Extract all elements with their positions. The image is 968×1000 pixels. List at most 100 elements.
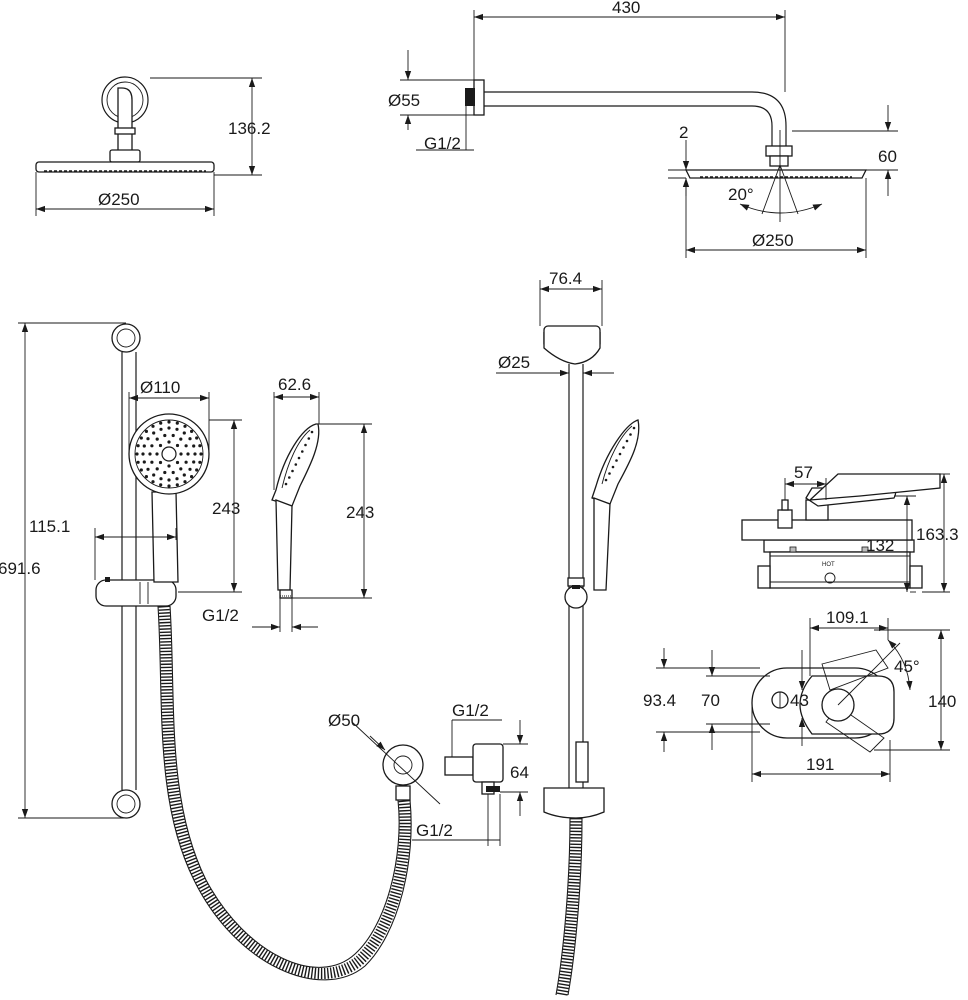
nozzle-dot <box>146 437 150 441</box>
dim-rail-length: 691.6 <box>0 559 41 578</box>
dim-trim-plate-width: 191 <box>806 755 834 774</box>
nozzle-dot <box>171 470 175 475</box>
dim-trim-lever-angle: 45° <box>894 657 920 676</box>
dim-slide-head-width: 76.4 <box>549 269 582 288</box>
nozzle-dot <box>139 436 143 440</box>
label-hot: HOT <box>822 562 835 568</box>
nozzle-dot <box>146 467 150 471</box>
nozzle-dot <box>190 429 194 433</box>
nozzle-dot <box>151 480 155 484</box>
nozzle-dot <box>175 460 180 465</box>
overhead-arm-side-view: 430 Ø55 G1/2 2 60 20° Ø250 <box>388 0 898 258</box>
nozzle-dot <box>179 437 183 441</box>
nozzle-dot <box>307 437 311 440</box>
nozzle-dot <box>148 452 152 456</box>
valve-trim-front-view: 109.1 45° 140 93.4 70 43 191 <box>643 608 956 782</box>
nozzle-dot <box>171 433 175 438</box>
nozzle-dot <box>184 460 188 464</box>
nozzle-dot <box>152 431 156 435</box>
nozzle-dot <box>175 483 179 487</box>
wall-outlet-and-elbow: Ø50 G1/2 64 G1/2 <box>328 701 529 846</box>
nozzle-dot <box>150 444 154 448</box>
nozzle-dot <box>284 482 288 486</box>
nozzle-dot <box>136 444 140 448</box>
label-arm-thread: G1/2 <box>424 134 461 153</box>
dim-head-thickness: 2 <box>679 123 688 142</box>
nozzle-dot <box>155 452 159 456</box>
dim-trim-plate-height: 140 <box>928 692 956 711</box>
nozzle-dot <box>159 427 163 431</box>
dim-hand-shower-length-front: 243 <box>212 499 240 518</box>
nozzle-dot <box>167 484 171 488</box>
nozzle-dot <box>167 420 171 424</box>
nozzle-dot <box>301 450 304 453</box>
nozzle-dot <box>618 452 622 456</box>
dim-head-drop: 60 <box>878 147 897 166</box>
dim-valve-lever-offset: 57 <box>794 463 813 482</box>
dim-hand-shower-diameter: Ø110 <box>140 378 180 397</box>
nozzle-dot <box>159 483 163 487</box>
hand-shower-side-view: 62.6 243 G1/2 <box>202 375 374 632</box>
nozzle-dot <box>611 465 615 469</box>
nozzle-dot <box>188 467 192 471</box>
nozzle-dot <box>155 467 159 471</box>
nozzle-dot <box>188 437 192 441</box>
dim-elbow-height: 64 <box>510 763 529 782</box>
nozzle-dot <box>167 426 171 430</box>
nozzle-dot <box>175 477 179 481</box>
nozzle-dot <box>159 477 163 481</box>
hand-shower-side-nozzles <box>284 430 314 486</box>
nozzle-dot <box>294 463 298 466</box>
nozzle-dot <box>297 456 301 460</box>
nozzle-dot <box>179 452 183 456</box>
nozzle-dot <box>190 475 194 479</box>
nozzle-dot <box>182 473 186 477</box>
nozzle-dot <box>175 443 180 448</box>
nozzle-dot <box>608 472 611 475</box>
nozzle-dot <box>291 469 294 473</box>
nozzle-dot <box>158 443 163 448</box>
nozzle-dot <box>179 467 183 471</box>
dim-rain-head-diameter-side: Ø250 <box>752 231 794 250</box>
nozzle-dot <box>182 431 186 435</box>
nozzle-dot <box>135 452 139 456</box>
slide-rail-front-view: 691.6 115.1 Ø110 243 <box>0 322 412 981</box>
dim-trim-hub-diameter: 43 <box>790 691 809 710</box>
nozzle-dot <box>158 460 163 465</box>
dim-valve-height-total: 163.3 <box>916 525 959 544</box>
nozzle-dot <box>136 460 140 464</box>
nozzle-dot <box>183 480 187 484</box>
nozzle-dot <box>183 424 187 428</box>
nozzle-dot <box>615 459 618 462</box>
nozzle-dot <box>186 452 190 456</box>
nozzle-dot <box>632 426 636 430</box>
concealed-valve-body: HOT 57 132 163.3 <box>741 463 959 593</box>
nozzle-dot <box>193 452 197 456</box>
dim-trim-height-inner: 70 <box>701 691 720 710</box>
nozzle-dot <box>159 421 163 425</box>
label-hand-shower-thread: G1/2 <box>202 606 239 625</box>
nozzle-dot <box>175 421 179 425</box>
nozzle-dot <box>288 476 291 479</box>
nozzle-dot <box>310 430 314 434</box>
nozzle-dot <box>604 478 608 482</box>
nozzle-dot <box>192 460 196 464</box>
hand-shower-side-nozzles-2 <box>604 426 636 482</box>
nozzle-dot <box>167 464 171 468</box>
nozzle-dot <box>198 444 202 448</box>
nozzle-dot <box>199 452 203 456</box>
nozzle-dot <box>142 460 146 464</box>
dim-hand-shower-depth: 62.6 <box>278 375 311 394</box>
label-elbow-thread-top: G1/2 <box>452 701 489 720</box>
nozzle-dot <box>195 436 199 440</box>
nozzle-dot <box>163 433 167 438</box>
nozzle-dot <box>167 440 171 444</box>
dim-rail-offset: 115.1 <box>29 517 70 536</box>
nozzle-dot <box>167 478 171 482</box>
nozzle-dot <box>152 473 156 477</box>
nozzle-dot <box>155 437 159 441</box>
dim-trim-lever-length: 109.1 <box>826 608 869 627</box>
dim-rail-diameter: Ø25 <box>498 353 530 372</box>
dim-valve-height-body: 132 <box>866 536 894 555</box>
nozzle-dot <box>198 460 202 464</box>
